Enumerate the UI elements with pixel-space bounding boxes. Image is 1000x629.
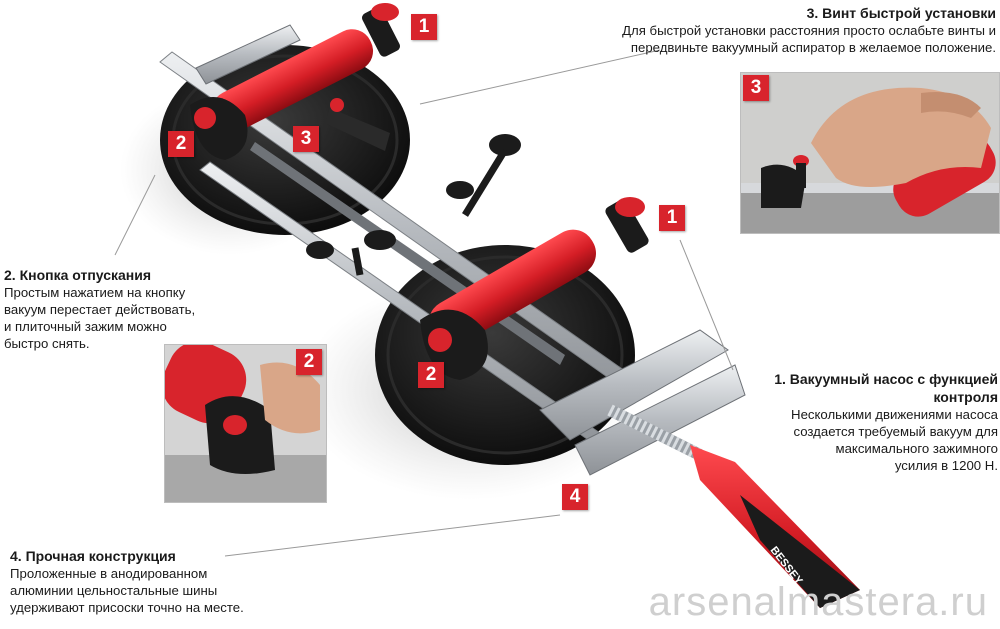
wing-screw-upper: [446, 134, 521, 217]
badge-3-top: 3: [293, 126, 319, 152]
callout-2-title: 2. Кнопка отпускания: [4, 267, 152, 283]
inset-photo-quick-set: 3: [740, 72, 1000, 234]
callout-release-button: 2. Кнопка отпускания Простым нажатием на…: [4, 266, 195, 352]
callout-4-line: удерживают присоски точно на месте.: [10, 600, 244, 615]
badge-2-left: 2: [168, 131, 194, 157]
wing-screw-lower: [306, 230, 396, 276]
callout-1-title: 1. Вакуумный насос с функцией: [774, 371, 998, 387]
callout-4-title: 4. Прочная конструкция: [10, 548, 176, 564]
callout-1-line: Несколькими движениями насоса: [791, 407, 998, 422]
callout-3-line: передвиньте вакуумный аспиратор в желаем…: [630, 40, 996, 55]
callout-3-line: Для быстрой установки расстояния просто …: [622, 23, 996, 38]
callout-1-line: создается требуемый вакуум для: [793, 424, 999, 439]
callout-vacuum-pump: 1. Вакуумный насос с функцией контроля Н…: [774, 370, 998, 474]
callout-2-line: вакуум перестает действовать,: [4, 302, 196, 317]
inset-badge-3: 3: [743, 75, 769, 101]
badge-4: 4: [562, 484, 588, 510]
callout-quick-set-screw: 3. Винт быстрой установки Для быстрой ус…: [622, 4, 996, 56]
badge-1-right: 1: [659, 205, 685, 231]
spindle-screw: [607, 404, 703, 461]
callout-4-line: Проложенные в анодированном: [10, 566, 208, 581]
callout-3-title: 3. Винт быстрой установки: [806, 5, 996, 21]
callout-1-line: максимального зажимного: [835, 441, 999, 456]
badge-2-right: 2: [418, 362, 444, 388]
badge-1-top: 1: [411, 14, 437, 40]
watermark: arsenalmastera.ru: [648, 580, 988, 624]
quick-set-lever: [325, 98, 390, 151]
inset-photo-release: 2: [164, 344, 327, 503]
inset-badge-2: 2: [296, 349, 322, 375]
callout-4-line: алюминии цельностальные шины: [10, 583, 218, 598]
callout-2-line: быстро снять.: [4, 336, 90, 351]
callout-2-line: и плиточный зажим можно: [4, 319, 167, 334]
pump-handle-upper: [190, 3, 400, 160]
callout-1-title-cont: контроля: [933, 389, 998, 405]
callout-1-line: усилия в 1200 Н.: [894, 458, 998, 473]
callout-2-line: Простым нажатием на кнопку: [4, 285, 186, 300]
callout-lines: [114, 49, 734, 557]
callout-solid-construction: 4. Прочная конструкция Проложенные в ано…: [10, 547, 244, 616]
clamp-frame: [539, 329, 729, 441]
